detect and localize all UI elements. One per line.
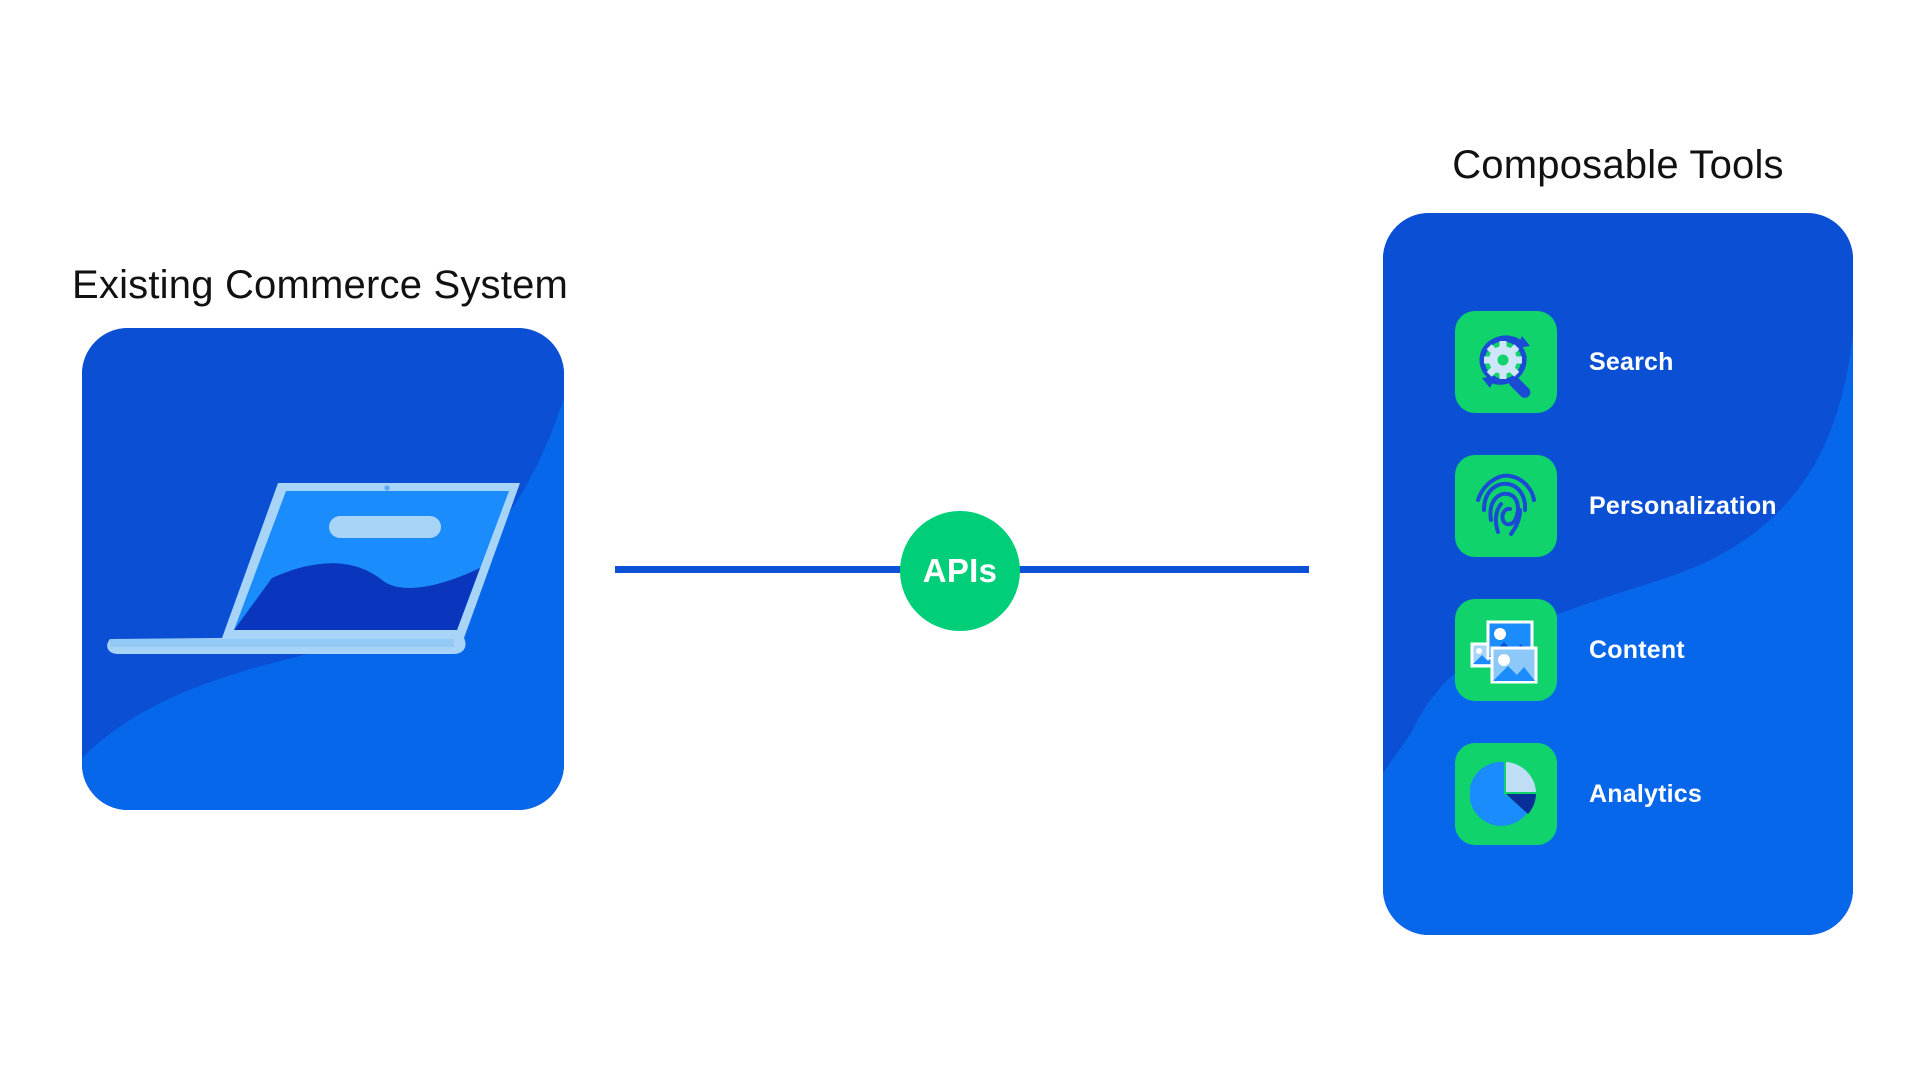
apis-node: APIs [900, 511, 1020, 631]
existing-commerce-system-card [82, 328, 564, 810]
fingerprint-icon [1455, 455, 1557, 557]
laptop-icon [107, 483, 520, 654]
images-icon [1455, 599, 1557, 701]
tools-list: Search Personalization [1383, 213, 1853, 935]
tool-row-analytics[interactable]: Analytics [1455, 743, 1702, 845]
right-card-title: Composable Tools [1452, 143, 1784, 187]
tool-label-content: Content [1589, 635, 1685, 664]
left-card-title: Existing Commerce System [72, 263, 569, 307]
pie-chart-icon [1455, 743, 1557, 845]
search-gear-icon [1455, 311, 1557, 413]
tool-row-search[interactable]: Search [1455, 311, 1674, 413]
tool-label-personalization: Personalization [1589, 491, 1777, 520]
tool-label-analytics: Analytics [1589, 779, 1702, 808]
tool-label-search: Search [1589, 347, 1674, 376]
tool-row-personalization[interactable]: Personalization [1455, 455, 1777, 557]
apis-label: APIs [922, 552, 998, 589]
composable-tools-card: Search Personalization [1383, 213, 1853, 935]
tool-row-content[interactable]: Content [1455, 599, 1685, 701]
